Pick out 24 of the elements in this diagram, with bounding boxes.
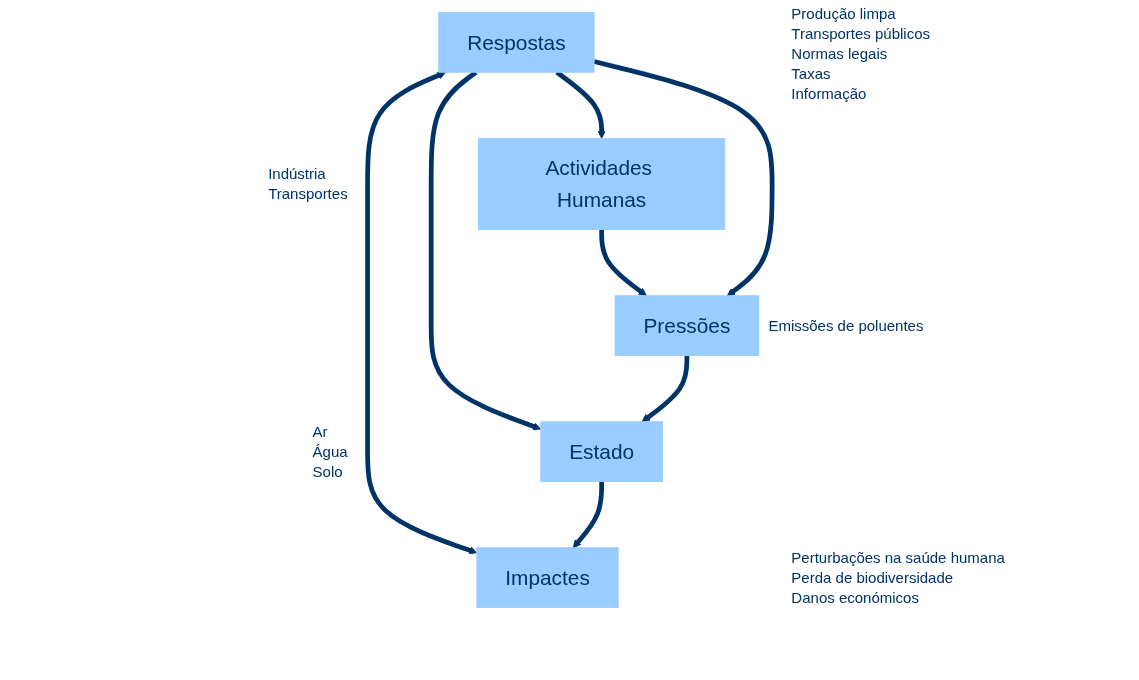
side-note: Danos económicos [791, 587, 920, 608]
side-note: Ar [312, 421, 329, 442]
arrow [364, 71, 477, 555]
arrow [593, 59, 775, 297]
node-box: Estado [539, 421, 663, 482]
node-box: Pressões [614, 295, 759, 356]
side-note: Normas legais [791, 44, 889, 64]
side-note: Transportes públicos [791, 24, 931, 44]
side-note: Emissões de poluentes [768, 315, 924, 336]
node-box: Respostas [437, 12, 595, 73]
node-box: Impactes [476, 547, 619, 608]
arrow [598, 229, 647, 297]
side-note: Taxas [791, 64, 832, 84]
side-note: Água [312, 441, 348, 462]
arrow [641, 355, 689, 423]
node-box: Actividades Humanas [477, 138, 725, 230]
side-note: Perturbações na saúde humana [791, 547, 1005, 568]
side-note: Transportes [268, 184, 348, 204]
side-note: Perda de biodiversidade [791, 567, 955, 588]
side-note: Informação [791, 84, 868, 104]
arrow [572, 481, 604, 549]
side-note: Produção limpa [791, 4, 897, 24]
side-note: Indústria [268, 164, 327, 184]
side-note: Solo [312, 461, 344, 482]
